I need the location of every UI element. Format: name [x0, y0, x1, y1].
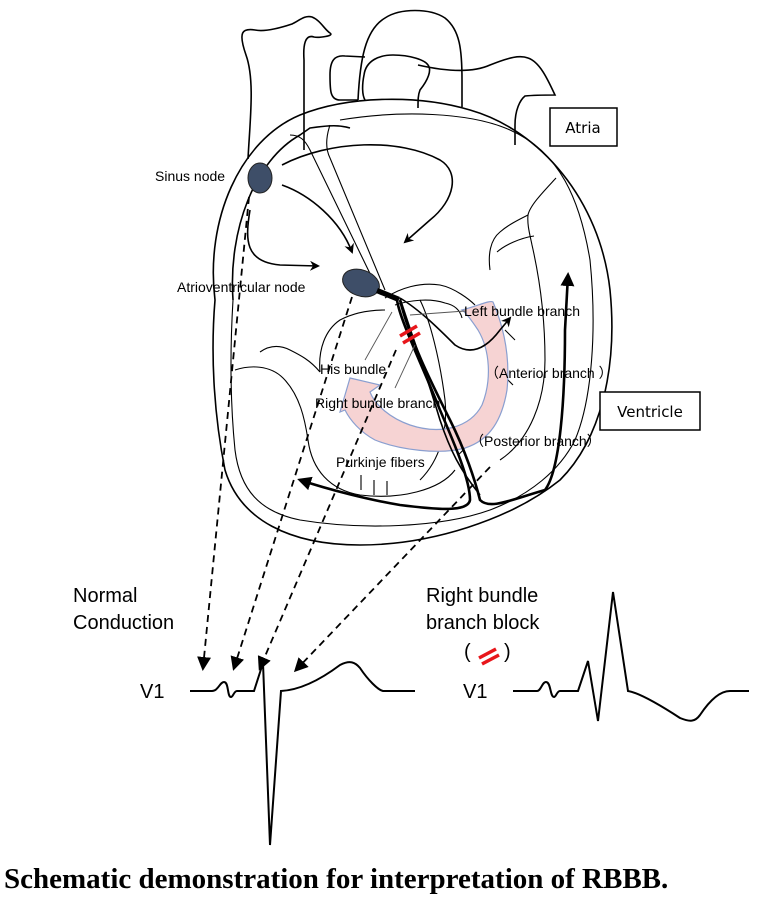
rbbb-title-line2: branch block — [426, 612, 540, 634]
conduction-highlight — [339, 300, 509, 452]
conduction-arrows — [246, 144, 454, 271]
conduction-system — [297, 272, 575, 511]
normal-title-line1: Normal — [73, 585, 137, 607]
sinus-node-label: Sinus node — [155, 168, 225, 184]
normal-ecg-trace — [190, 661, 415, 846]
rbbb-lead-label: V1 — [463, 681, 487, 703]
sinus-node — [247, 162, 273, 194]
atria-label: Atria — [565, 119, 600, 137]
right-bundle-branch-label: Right bundle branch — [315, 395, 440, 411]
rbbb-ecg-trace — [513, 591, 749, 722]
rbbb-title-line1: Right bundle — [426, 585, 538, 607]
purkinje-fibers-label: Purkinje fibers — [336, 454, 425, 470]
great-vessels — [241, 9, 557, 160]
left-bundle-branch-label: Left bundle branch — [464, 303, 580, 319]
leader-lines — [364, 310, 466, 389]
ventricle-label: Ventricle — [617, 403, 683, 421]
posterior-branch-label: （Posterior branch） — [470, 433, 601, 449]
figure-caption: Schematic demonstration for interpretati… — [4, 863, 668, 895]
heart-outline — [212, 98, 613, 546]
his-bundle-label: His bundle — [320, 361, 386, 377]
rbbb-legend-block-icon — [478, 647, 497, 660]
rbbb-legend-open: ( — [464, 641, 471, 663]
rbbb-ecg: Right bundle branch block ( ) V1 — [400, 585, 749, 722]
ventricle-box: Ventricle — [599, 391, 701, 431]
rbbb-legend-block-icon-2 — [481, 653, 500, 666]
normal-title-line2: Conduction — [73, 612, 174, 634]
normal-lead-label: V1 — [140, 681, 164, 703]
block-mark — [399, 324, 421, 345]
atria-box: Atria — [549, 107, 618, 147]
projection-arrows — [197, 196, 491, 673]
anterior-branch-label: （Anterior branch ） — [485, 365, 613, 381]
av-node-label: Atrioventricular node — [177, 279, 306, 295]
rbbb-legend-close: ) — [504, 641, 511, 663]
normal-conduction-ecg: Normal Conduction V1 — [73, 585, 415, 846]
